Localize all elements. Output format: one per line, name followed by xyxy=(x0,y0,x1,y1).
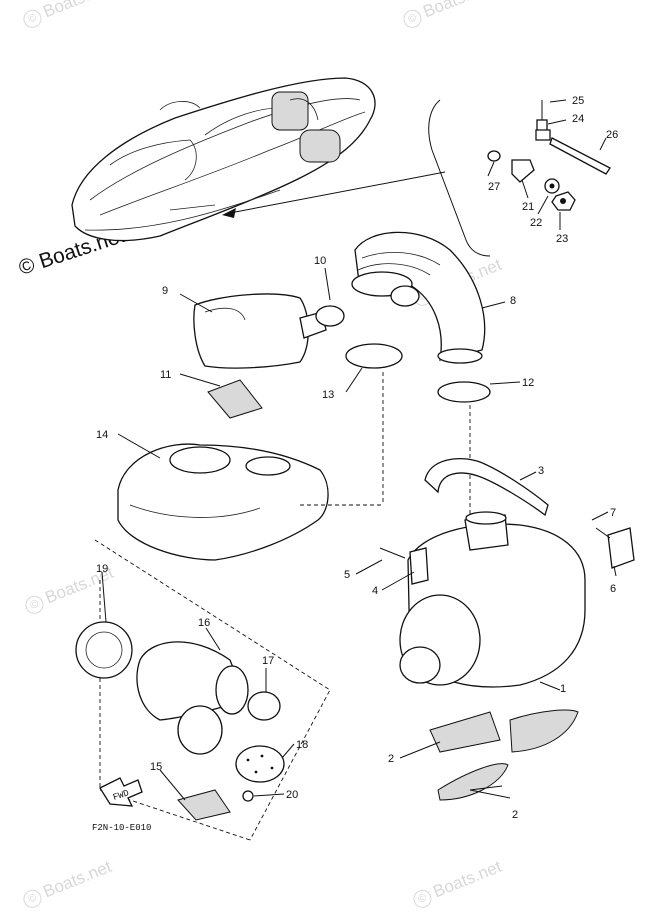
callout-18: 18 xyxy=(296,739,308,751)
callout-14: 14 xyxy=(96,429,108,441)
fastener-group xyxy=(487,100,611,211)
callout-9: 9 xyxy=(162,285,168,297)
callout-1: 1 xyxy=(560,683,566,695)
callout-19: 19 xyxy=(96,563,108,575)
mat xyxy=(437,763,509,801)
plate xyxy=(177,789,231,821)
callout-13: 13 xyxy=(322,389,334,401)
callout-3: 3 xyxy=(538,465,544,477)
callout-15: 15 xyxy=(150,761,162,773)
air-duct xyxy=(351,231,486,364)
callout-7: 7 xyxy=(610,507,616,519)
callout-17: 17 xyxy=(262,655,274,667)
callout-16: 16 xyxy=(198,617,210,629)
mat xyxy=(509,709,579,753)
bracket xyxy=(607,527,635,569)
callout-2: 2 xyxy=(512,809,518,821)
callout-11: 11 xyxy=(160,369,171,381)
callout-8: 8 xyxy=(510,295,516,307)
clamp xyxy=(437,381,491,403)
callout-26: 26 xyxy=(606,129,618,141)
pad xyxy=(207,379,263,419)
callout-10: 10 xyxy=(314,255,326,267)
silencer xyxy=(193,293,327,369)
mat xyxy=(429,711,501,753)
svg-text:FWD: FWD xyxy=(112,788,131,803)
callout-4: 4 xyxy=(372,585,378,597)
callout-24: 24 xyxy=(572,113,584,125)
callout-21: 21 xyxy=(522,201,534,213)
strap xyxy=(424,458,549,517)
muffler xyxy=(399,511,586,688)
callout-5: 5 xyxy=(344,569,350,581)
fwd-arrow: FWD xyxy=(99,777,143,807)
clamp xyxy=(247,691,281,721)
callout-22: 22 xyxy=(530,217,542,229)
callout-23: 23 xyxy=(556,233,568,245)
callout-labels: 25 24 26 27 21 22 23 10 9 8 11 12 13 14 … xyxy=(96,95,618,821)
clamp xyxy=(315,305,345,327)
grate xyxy=(235,745,285,783)
callout-6: 6 xyxy=(610,583,616,595)
callout-12: 12 xyxy=(522,377,534,389)
flange xyxy=(75,621,133,679)
clamp xyxy=(345,343,403,369)
resonator xyxy=(117,443,329,561)
nut xyxy=(242,790,254,802)
callout-20: 20 xyxy=(286,789,298,801)
bracket xyxy=(409,547,429,585)
callout-27: 27 xyxy=(488,181,500,193)
callout-2: 2 xyxy=(388,753,394,765)
callout-25: 25 xyxy=(572,95,584,107)
diagram-code: F2N-10-E010 xyxy=(92,823,151,833)
watercraft-overview xyxy=(71,77,446,242)
